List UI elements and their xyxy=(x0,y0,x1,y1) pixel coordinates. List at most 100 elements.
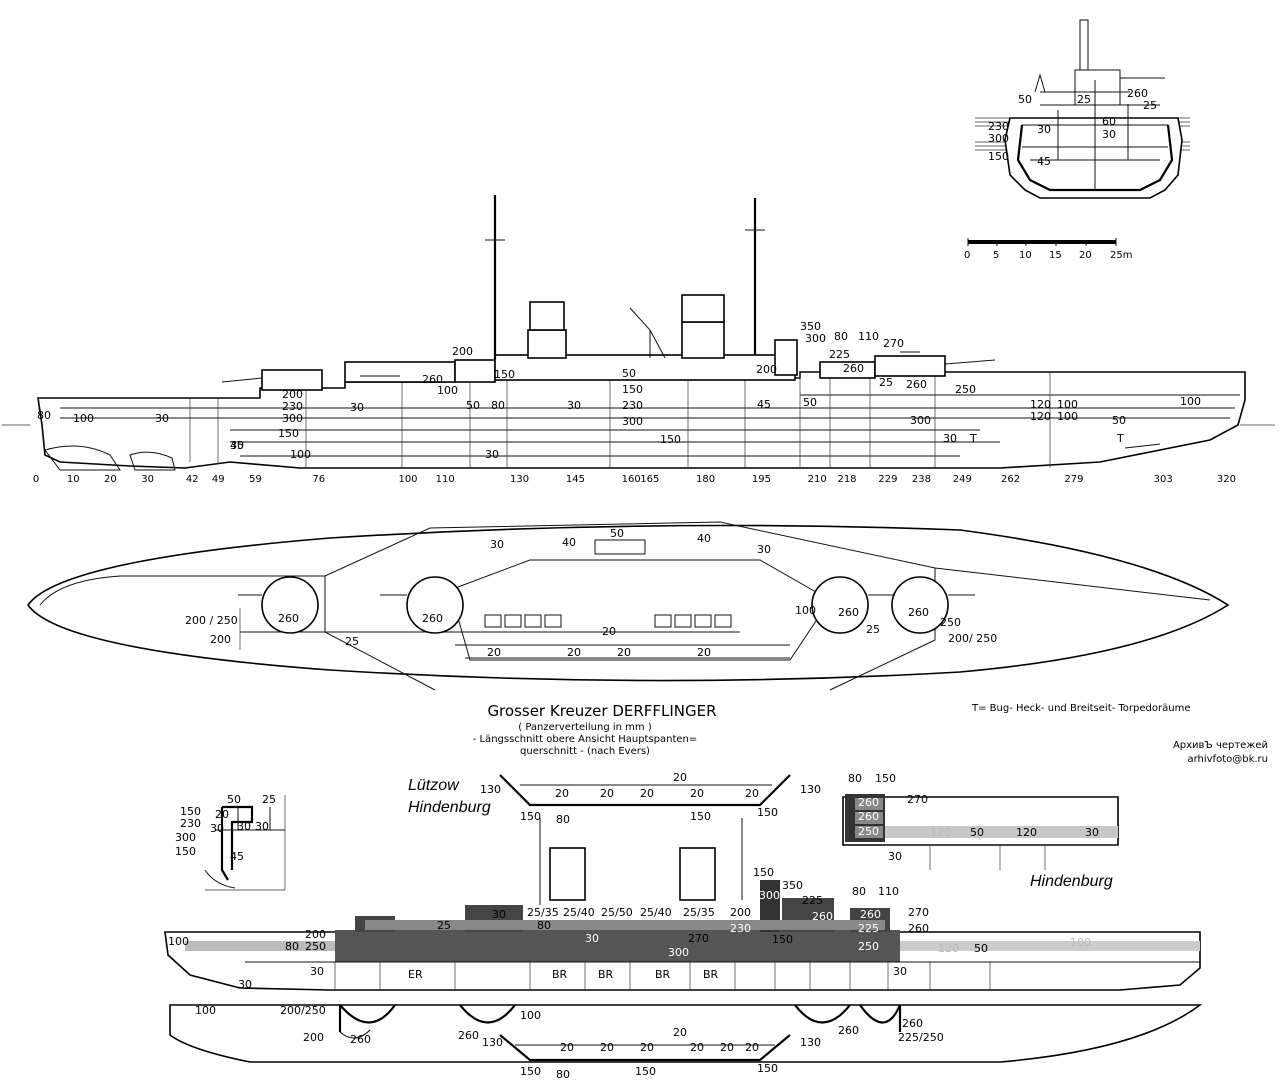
variant-label-hindenburg: Hindenburg xyxy=(408,799,491,816)
lower-label: BR xyxy=(552,968,568,981)
frame-number: 262 xyxy=(1001,474,1020,485)
lower-label: 25/40 xyxy=(563,906,595,919)
side-label: 100 xyxy=(1180,395,1201,408)
xsec-label: 30 xyxy=(255,820,269,833)
plan-label: 20 xyxy=(487,646,501,659)
frame-number: 249 xyxy=(953,474,972,485)
plan-label: 100 xyxy=(795,604,816,617)
lower-label: 20 xyxy=(560,1041,574,1054)
lower-label: 30 xyxy=(492,908,506,921)
side-label: T xyxy=(1116,432,1124,445)
frame-number: 100 xyxy=(398,474,417,485)
frame-number: 165 xyxy=(640,474,659,485)
side-label: 200 xyxy=(452,345,473,358)
section-label: 50 xyxy=(1018,93,1032,106)
lower-label: 300 xyxy=(668,946,689,959)
frame-number: 238 xyxy=(912,474,931,485)
midship-cross-section: 50 25 260 25 230 300 150 30 60 30 45 xyxy=(975,19,1190,199)
side-label: 80 xyxy=(37,409,51,422)
frame-number: 320 xyxy=(1217,474,1236,485)
plan-label: 200 / 250 xyxy=(185,614,238,627)
side-label: 100 xyxy=(437,384,458,397)
plan-label: 30 xyxy=(490,538,504,551)
side-label: 30 xyxy=(567,399,581,412)
side-label: 225 xyxy=(829,348,850,361)
frame-number: 303 xyxy=(1154,474,1173,485)
frame-number: 20 xyxy=(104,474,117,485)
xsec-label: 20 xyxy=(215,808,229,821)
lower-label: 25/40 xyxy=(640,906,672,919)
lower-label: 120 xyxy=(1016,826,1037,839)
lower-label: 150 xyxy=(753,866,774,879)
lower-detail-diagram: 150 230 300 150 50 25 20 30 30 30 45 Lüt… xyxy=(164,771,1203,1080)
lower-label: 150 xyxy=(635,1065,656,1078)
lower-label: 130 xyxy=(800,1036,821,1049)
side-label: 100 xyxy=(1057,410,1078,423)
lower-label: 30 xyxy=(893,965,907,978)
lower-label: 80 xyxy=(848,772,862,785)
archive-credit: АрхивЪ чертежей xyxy=(1173,740,1268,751)
side-label: 100 xyxy=(290,448,311,461)
lower-label: 80 xyxy=(852,885,866,898)
lower-label: 30 xyxy=(238,978,252,991)
side-label: 250 xyxy=(955,383,976,396)
plan-label: 250 xyxy=(940,616,961,629)
side-label: 260 xyxy=(906,378,927,391)
side-label: 150 xyxy=(278,427,299,440)
plan-label: 260 xyxy=(838,606,859,619)
lower-label: 250 xyxy=(858,825,879,838)
side-label: 50 xyxy=(1112,414,1126,427)
lower-label: 20 xyxy=(745,787,759,800)
side-label: 100 xyxy=(73,412,94,425)
side-label: 200 xyxy=(756,363,777,376)
lower-label: 225 xyxy=(858,922,879,935)
variant-label-hindenburg-aft: Hindenburg xyxy=(1030,873,1113,890)
section-label: 45 xyxy=(1037,155,1051,168)
lower-label: 100 xyxy=(520,1009,541,1022)
lower-label: 150 xyxy=(520,810,541,823)
scale-tick: 0 xyxy=(964,250,970,261)
lower-label: 25/50 xyxy=(601,906,633,919)
side-label: 110 xyxy=(858,330,879,343)
frame-number: 42 xyxy=(186,474,199,485)
lower-label: 30 xyxy=(585,932,599,945)
lower-label: 20 xyxy=(555,787,569,800)
lower-label: 200 xyxy=(730,906,751,919)
lower-label: 150 xyxy=(757,806,778,819)
lower-label: 20 xyxy=(673,1026,687,1039)
side-label: 30 xyxy=(230,439,244,452)
lower-label: 150 xyxy=(690,810,711,823)
plan-label: 30 xyxy=(757,543,771,556)
side-label: 200 xyxy=(282,388,303,401)
side-label: 230 xyxy=(622,399,643,412)
side-label: 300 xyxy=(622,415,643,428)
section-label: 60 xyxy=(1102,115,1116,128)
xsec-label: 230 xyxy=(180,817,201,830)
xsec-label: 50 xyxy=(227,793,241,806)
deck-plan: 30 50 40 40 30 200 / 250 200 260 25 260 … xyxy=(27,521,1230,691)
xsec-label: 45 xyxy=(230,850,244,863)
side-profile: 200 260 150 50 100 50 80 30 230 150 300 … xyxy=(2,195,1275,485)
lower-label: 20 xyxy=(690,787,704,800)
plan-label: 40 xyxy=(562,536,576,549)
side-label: 30 xyxy=(155,412,169,425)
plan-label: 25 xyxy=(345,635,359,648)
side-label: 150 xyxy=(494,368,515,381)
section-label: 260 xyxy=(1127,87,1148,100)
lower-label: 120 xyxy=(930,826,951,839)
lower-label: 30 xyxy=(1085,826,1099,839)
lower-label: 25/35 xyxy=(527,906,559,919)
lower-label: 225/250 xyxy=(898,1031,944,1044)
side-label: 300 xyxy=(282,412,303,425)
lower-label: 150 xyxy=(772,933,793,946)
lower-label: 80 xyxy=(556,1068,570,1080)
lower-label: 350 xyxy=(782,879,803,892)
side-label: 120 xyxy=(1030,410,1051,423)
lower-label: 270 xyxy=(907,793,928,806)
lower-label: 260 xyxy=(812,910,833,923)
lower-label: 20 xyxy=(745,1041,759,1054)
lower-label: 260 xyxy=(860,908,881,921)
drawing-caption: Grosser Kreuzer DERFFLINGER ( Panzervert… xyxy=(473,702,1268,765)
lower-label: 250 xyxy=(858,940,879,953)
side-label: 260 xyxy=(843,362,864,375)
